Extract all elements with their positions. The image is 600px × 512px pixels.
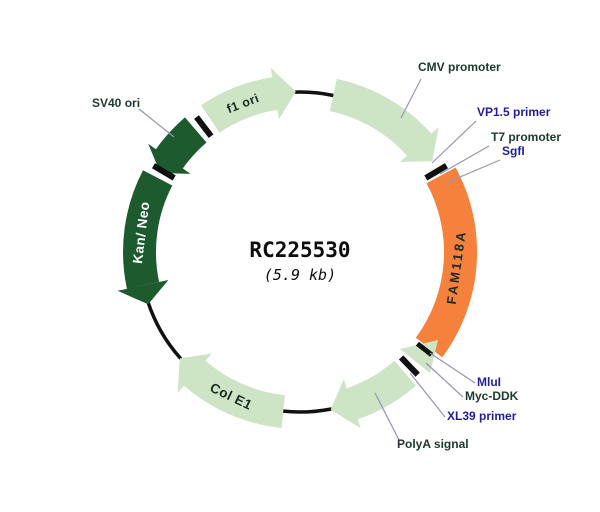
label-mlui-site: MluI	[477, 375, 501, 389]
callout-line-sgfi	[445, 159, 501, 184]
backbone-arc-2	[146, 299, 182, 360]
label-myc-ddk-tag: Myc-DDK	[465, 389, 519, 403]
feature-col-e1	[177, 353, 285, 428]
feature-sv40-ori	[148, 117, 207, 174]
backbone-arc-1	[281, 407, 333, 414]
tick-sgfi	[424, 163, 449, 181]
callout-line-t7-promoter	[439, 145, 490, 175]
label-vp15-primer: VP1.5 primer	[477, 105, 551, 119]
callout-line-sv40-ori	[138, 108, 175, 138]
callout-line-myc-ddk	[425, 362, 464, 398]
label-sv40-ori: SV40 ori	[92, 96, 141, 110]
plasmid-name: RC225530	[249, 238, 351, 262]
feature-kan-neo	[117, 170, 173, 305]
label-polya-signal: PolyA signal	[397, 437, 469, 451]
callout-line-mlui	[429, 352, 476, 384]
label-sgfi-site: SgfI	[502, 144, 525, 158]
feature-fam118a	[415, 167, 478, 358]
feature-cmv-promoter	[329, 78, 439, 162]
label-t7-promoter: T7 promoter	[491, 130, 562, 144]
backbone-arc-0	[294, 90, 336, 98]
tick-myc-ddk	[398, 355, 420, 377]
plasmid-size: (5.9 kb)	[263, 266, 337, 284]
callout-line-polya-signal	[374, 392, 400, 441]
label-cmv-promoter: CMV promoter	[418, 60, 501, 74]
plasmid-title: RC225530 (5.9 kb)	[249, 238, 350, 284]
callout-line-xl39-primer	[409, 372, 446, 418]
tick-mlui	[415, 341, 434, 357]
label-xl39-primer: XL39 primer	[447, 409, 517, 423]
feature-f1-ori	[201, 67, 296, 133]
tick-sv40-f1	[194, 115, 214, 139]
tick-kan-sv40	[151, 163, 176, 181]
feature-polya-arc	[330, 360, 417, 429]
callout-line-vp15-primer	[431, 120, 477, 164]
callout-line-cmv-promoter	[400, 78, 422, 119]
